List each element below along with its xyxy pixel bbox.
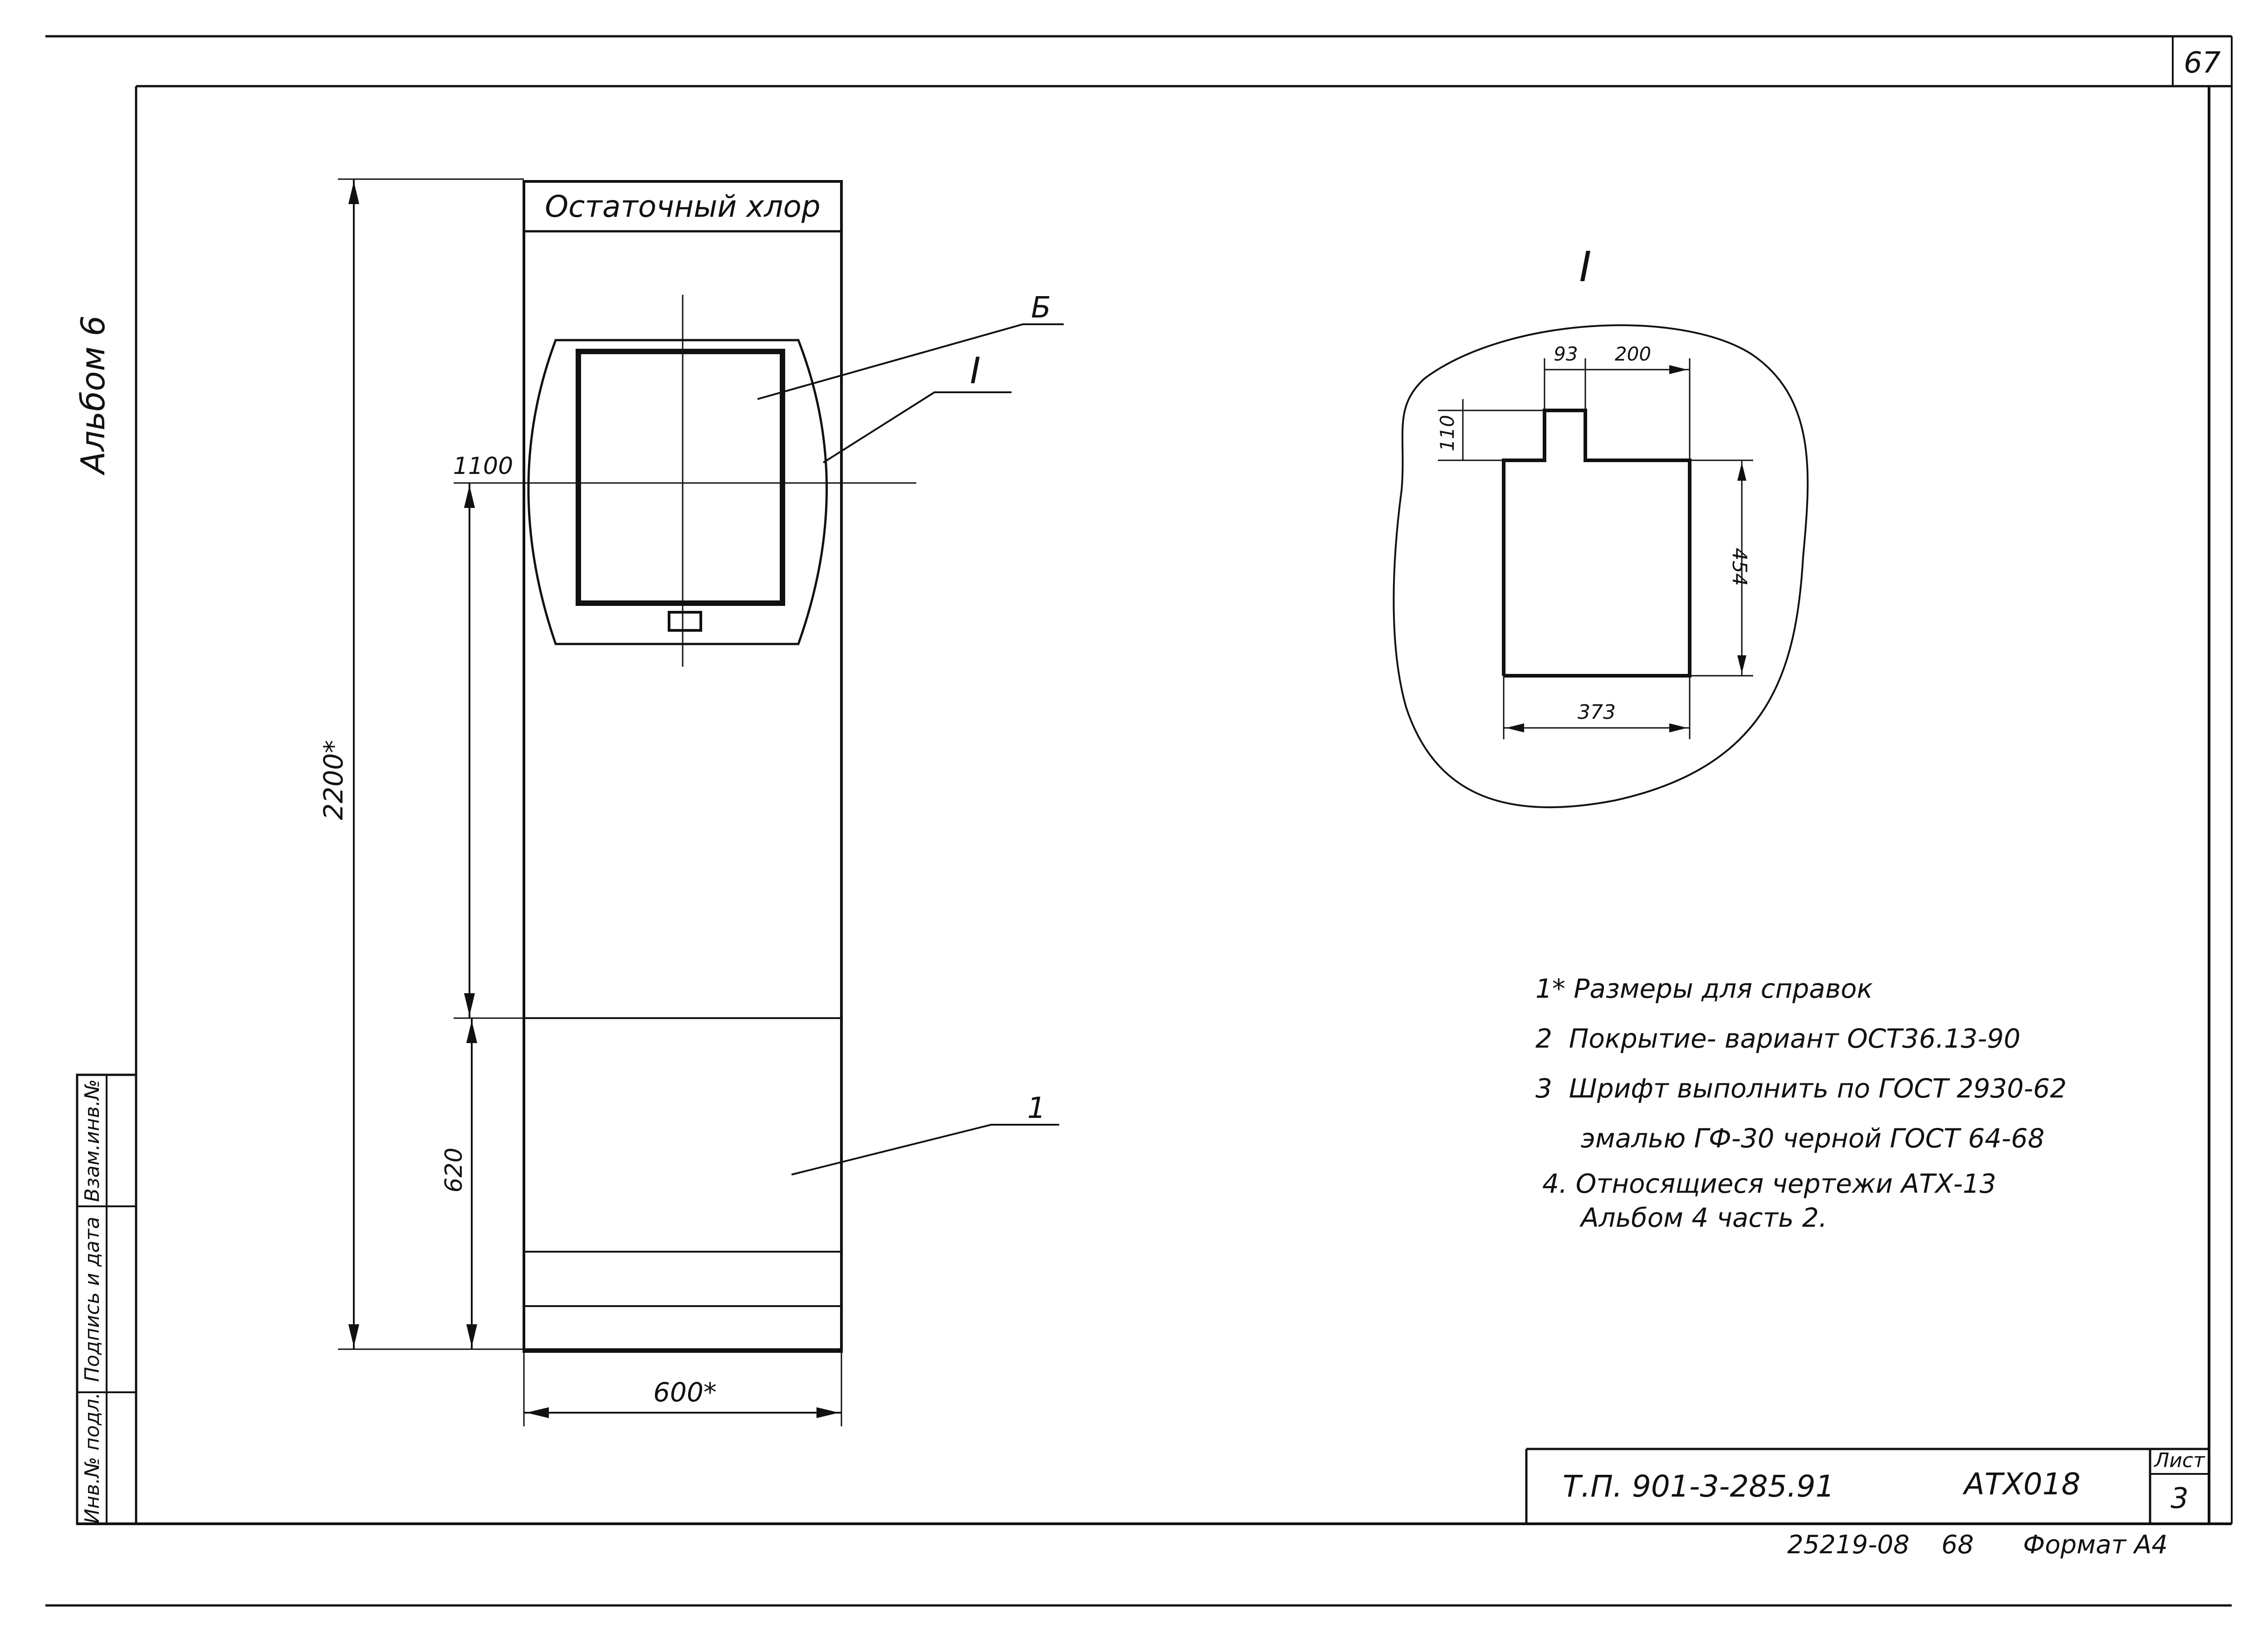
leader-b-label: Б: [1031, 291, 1051, 325]
panel-title: Остаточный хлор: [545, 189, 821, 224]
dim-454-arrow-top: [1737, 463, 1746, 481]
dim-upper-arrow-top: [464, 485, 475, 508]
note-1: 1* Размеры для справок: [1535, 973, 1873, 1004]
dim-lower-arrow-bottom: [466, 1324, 477, 1347]
dim-width-arrow-left: [526, 1407, 549, 1418]
stamp-cell-podpis: Подпись и дата: [81, 1217, 104, 1382]
corner-number: 67: [2184, 46, 2221, 80]
dim-lower-arrow-top: [466, 1020, 477, 1043]
dim-454-arrow-bottom: [1737, 655, 1746, 673]
dim-93-label: 93: [1554, 343, 1578, 365]
dim-height-arrow-top: [348, 181, 359, 204]
notes-block: 1* Размеры для справок 2 Покрытие- вариа…: [1535, 973, 2067, 1233]
note-3: 3 Шрифт выполнить по ГОСТ 2930-62: [1535, 1073, 2067, 1104]
leader-part-line: [791, 1124, 1059, 1176]
dim-upper-label: 1100: [453, 453, 513, 480]
device-housing: [527, 339, 828, 645]
title-block: Т.П. 901-3-285.91 АТХ018 Лист 3: [1525, 1448, 2209, 1524]
dim-200-arrow: [1669, 365, 1687, 374]
panel-outline: [523, 180, 843, 1353]
doc-number: Т.П. 901-3-285.91: [1563, 1469, 1834, 1504]
detail-title: I: [1579, 243, 1591, 291]
leader-b-line: [757, 323, 1064, 400]
note-3-cont: эмалью ГФ-30 черной ГОСТ 64-68: [1581, 1123, 2044, 1154]
dim-upper-arrow-bottom: [464, 993, 475, 1016]
dim-454-label: 454: [1728, 548, 1751, 586]
stamp-cell-vzam: Взам.инв.№: [81, 1079, 104, 1202]
dim-lower-label: 620: [440, 1147, 468, 1192]
dim-373-label: 373: [1578, 701, 1616, 724]
footer-page: 68: [1941, 1530, 1974, 1560]
leader-view-label: I: [970, 350, 981, 392]
dim-373-arrow-left: [1506, 723, 1524, 732]
footer-format: Формат А4: [2023, 1530, 2168, 1560]
dim-width-label: 600*: [653, 1377, 717, 1408]
album-label: Альбом 6: [74, 315, 112, 475]
device-button: [668, 611, 702, 632]
doc-code: АТХ018: [1962, 1467, 2081, 1502]
sheet-number: 3: [2170, 1482, 2188, 1515]
device-screen: [576, 349, 785, 606]
leader-view-line: [822, 391, 1012, 463]
note-2: 2 Покрытие- вариант ОСТ36.13-90: [1535, 1023, 2020, 1054]
panel-view: Остаточный хлор Б I 1 2200* 1100: [318, 178, 1064, 1426]
dim-200-label: 200: [1615, 343, 1651, 365]
note-4: 4. Относящиеся чертежи АТХ-13: [1542, 1168, 1996, 1199]
dim-110-label: 110: [1436, 415, 1458, 451]
detail-view: I 93 200 110 454 373: [1393, 243, 1809, 809]
dim-height-arrow-bottom: [348, 1324, 359, 1347]
detail-cutout-profile: [1502, 409, 1691, 678]
dim-width-arrow-right: [816, 1407, 839, 1418]
dim-height-label: 2200*: [318, 740, 349, 820]
note-4-cont: Альбом 4 часть 2.: [1579, 1202, 1827, 1233]
sheet-label: Лист: [2153, 1449, 2205, 1472]
stamp-cell-inv: Инв.№ подл.: [81, 1392, 104, 1524]
leader-part-label: 1: [1027, 1092, 1046, 1125]
footer-order: 25219-08: [1787, 1530, 1910, 1560]
detail-cloud-outline: [1393, 324, 1809, 809]
dim-373-arrow-right: [1669, 723, 1687, 732]
